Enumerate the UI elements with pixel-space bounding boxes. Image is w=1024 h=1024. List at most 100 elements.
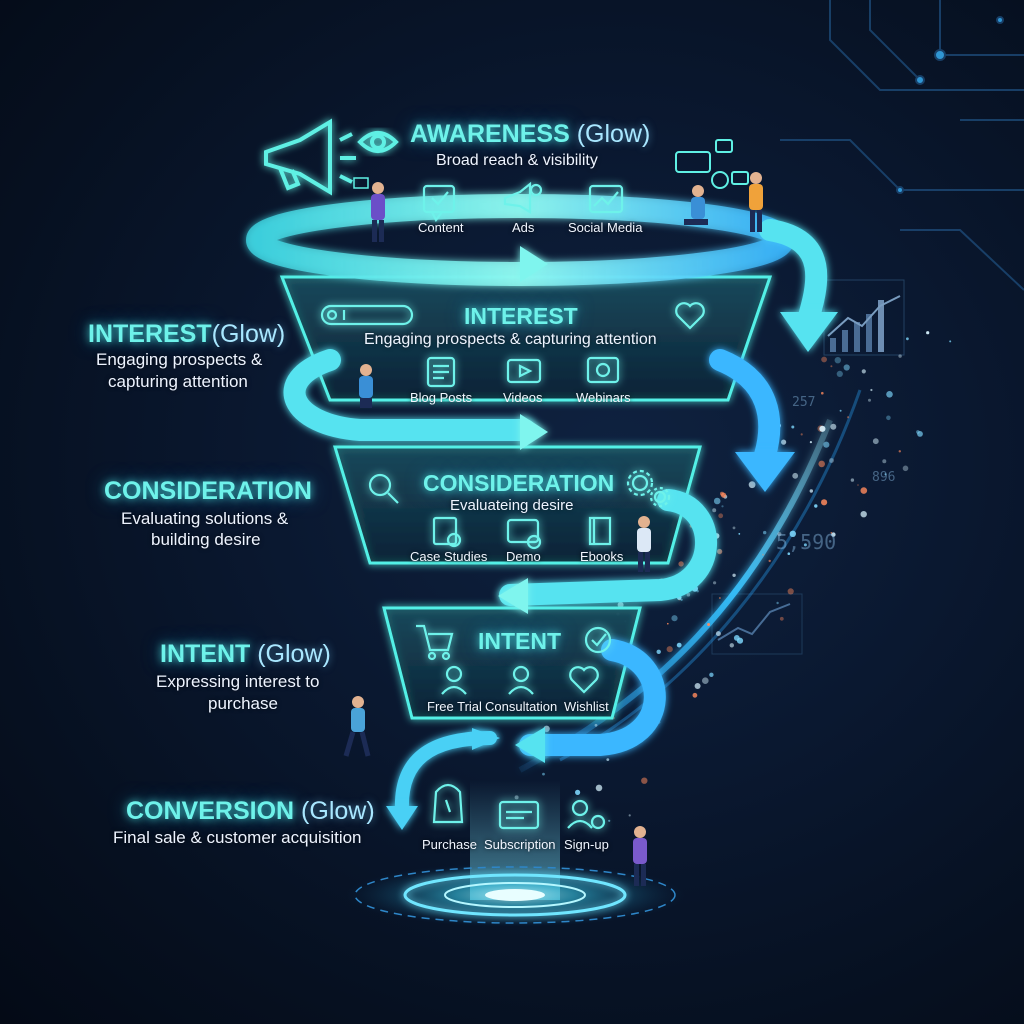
consideration-item-ebooks: Ebooks — [580, 549, 624, 564]
circuit-lines — [780, 0, 1024, 291]
particle-dot — [713, 581, 717, 585]
particle-dot — [787, 588, 794, 595]
particle-dot — [732, 526, 736, 530]
particle-dot — [666, 646, 673, 653]
ads-icon — [503, 181, 543, 214]
particle-dot — [834, 357, 841, 364]
particle-dot — [715, 631, 721, 637]
particle-dot — [709, 672, 714, 677]
wishlist-icon — [569, 666, 599, 694]
particle-dot — [777, 532, 782, 537]
particle-dot — [819, 425, 826, 432]
particle-dot — [814, 504, 818, 508]
intent-side-glow-suffix: (Glow) — [257, 640, 331, 668]
consideration-item-case-studies: Case Studies — [410, 549, 488, 564]
check-circle-icon — [584, 626, 612, 654]
particle-dot — [680, 598, 683, 601]
particle-dot — [721, 505, 724, 508]
conversion-subtitle: Final sale & customer acquisition — [113, 828, 362, 847]
particle-dot — [821, 391, 824, 395]
particle-dot — [641, 777, 648, 784]
particle-dot — [829, 458, 834, 463]
interest-side-desc-line-1: Engaging prospects & — [96, 350, 263, 369]
particle-dot — [542, 772, 545, 776]
free-trial-icon — [441, 665, 467, 695]
consideration-funnel-title: CONSIDERATION — [423, 470, 615, 496]
consideration-side-desc-line-2: building desire — [151, 530, 261, 549]
consideration-item-demo: Demo — [506, 549, 541, 564]
particle-dot — [748, 481, 756, 489]
particle-dot — [823, 441, 830, 448]
interest-item-blog-posts: Blog Posts — [410, 390, 473, 405]
consideration-funnel-subtitle: Evaluateing desire — [450, 497, 574, 514]
particle-dot — [902, 465, 909, 472]
particle-dot — [886, 391, 893, 398]
webinars-icon — [586, 356, 620, 384]
content-icon — [422, 184, 456, 223]
awareness-item-social-media: Social Media — [568, 220, 643, 235]
particle-dot — [594, 723, 598, 727]
ebooks-icon — [588, 516, 612, 546]
particle-dot — [809, 489, 813, 493]
chat-bubble-icon — [675, 139, 749, 189]
particle-dot — [732, 573, 736, 577]
particle-dot — [678, 561, 684, 567]
conversion-item-purchase: Purchase — [422, 837, 477, 852]
particle-dot — [779, 616, 784, 621]
particle-dot — [628, 814, 631, 817]
gear-icon — [626, 469, 671, 508]
particle-dot — [861, 369, 866, 374]
videos-icon — [506, 358, 542, 384]
intent-item-free-trial: Free Trial — [427, 699, 482, 714]
particle-dot — [882, 459, 887, 464]
particle-dot — [791, 425, 795, 429]
particle-dot — [787, 552, 791, 555]
particle-dot — [818, 460, 825, 468]
blog-posts-icon — [426, 356, 456, 388]
awareness-title: AWARENESS (Glow) — [410, 120, 650, 149]
particle-dot — [847, 416, 850, 419]
particle-dot — [686, 592, 691, 597]
particle-dot — [768, 559, 771, 563]
particle-dot — [860, 511, 867, 518]
particle-dot — [702, 677, 709, 684]
particle-dot — [857, 484, 859, 486]
particle-dot — [718, 513, 724, 519]
particle-dot — [575, 789, 581, 796]
awareness-subtitle: Broad reach & visibility — [436, 152, 598, 169]
particle-dot — [803, 543, 807, 547]
interest-side-title: INTEREST(Glow) — [88, 320, 285, 349]
consultation-icon — [508, 665, 534, 695]
intent-side-desc-line-1: Expressing interest to — [156, 672, 320, 691]
particle-dot — [717, 549, 723, 555]
background-stat-3: 5,590 — [776, 530, 837, 554]
particle-dot — [707, 623, 711, 626]
search-bar-icon — [320, 304, 414, 326]
particle-dot — [821, 356, 827, 363]
portal — [345, 780, 685, 927]
background-stat-1: 257 — [792, 395, 816, 410]
particle-dot — [729, 643, 734, 648]
particle-dot — [836, 370, 843, 377]
particle-dot — [712, 508, 717, 513]
particle-dot — [738, 533, 741, 535]
particle-dot — [949, 340, 952, 343]
background-stat-2: 896 — [872, 470, 896, 485]
particle-dot — [792, 472, 799, 479]
particle-dot — [830, 365, 833, 368]
interest-funnel-title: INTEREST — [464, 303, 578, 329]
arrow-heads — [386, 246, 838, 830]
particle-dot — [872, 438, 879, 445]
particle-dot — [898, 354, 902, 358]
conversion-item-subscription: Subscription — [484, 837, 556, 852]
background-bar-chart — [823, 279, 905, 356]
particle-dot — [830, 423, 837, 430]
eye-icon — [357, 131, 399, 153]
particle-dot — [839, 409, 842, 412]
particle-dot — [809, 441, 813, 444]
consideration-side-desc-line-1: Evaluating solutions & — [121, 509, 289, 528]
awareness-glow-suffix: (Glow) — [576, 120, 651, 148]
interest-item-webinars: Webinars — [576, 390, 631, 405]
